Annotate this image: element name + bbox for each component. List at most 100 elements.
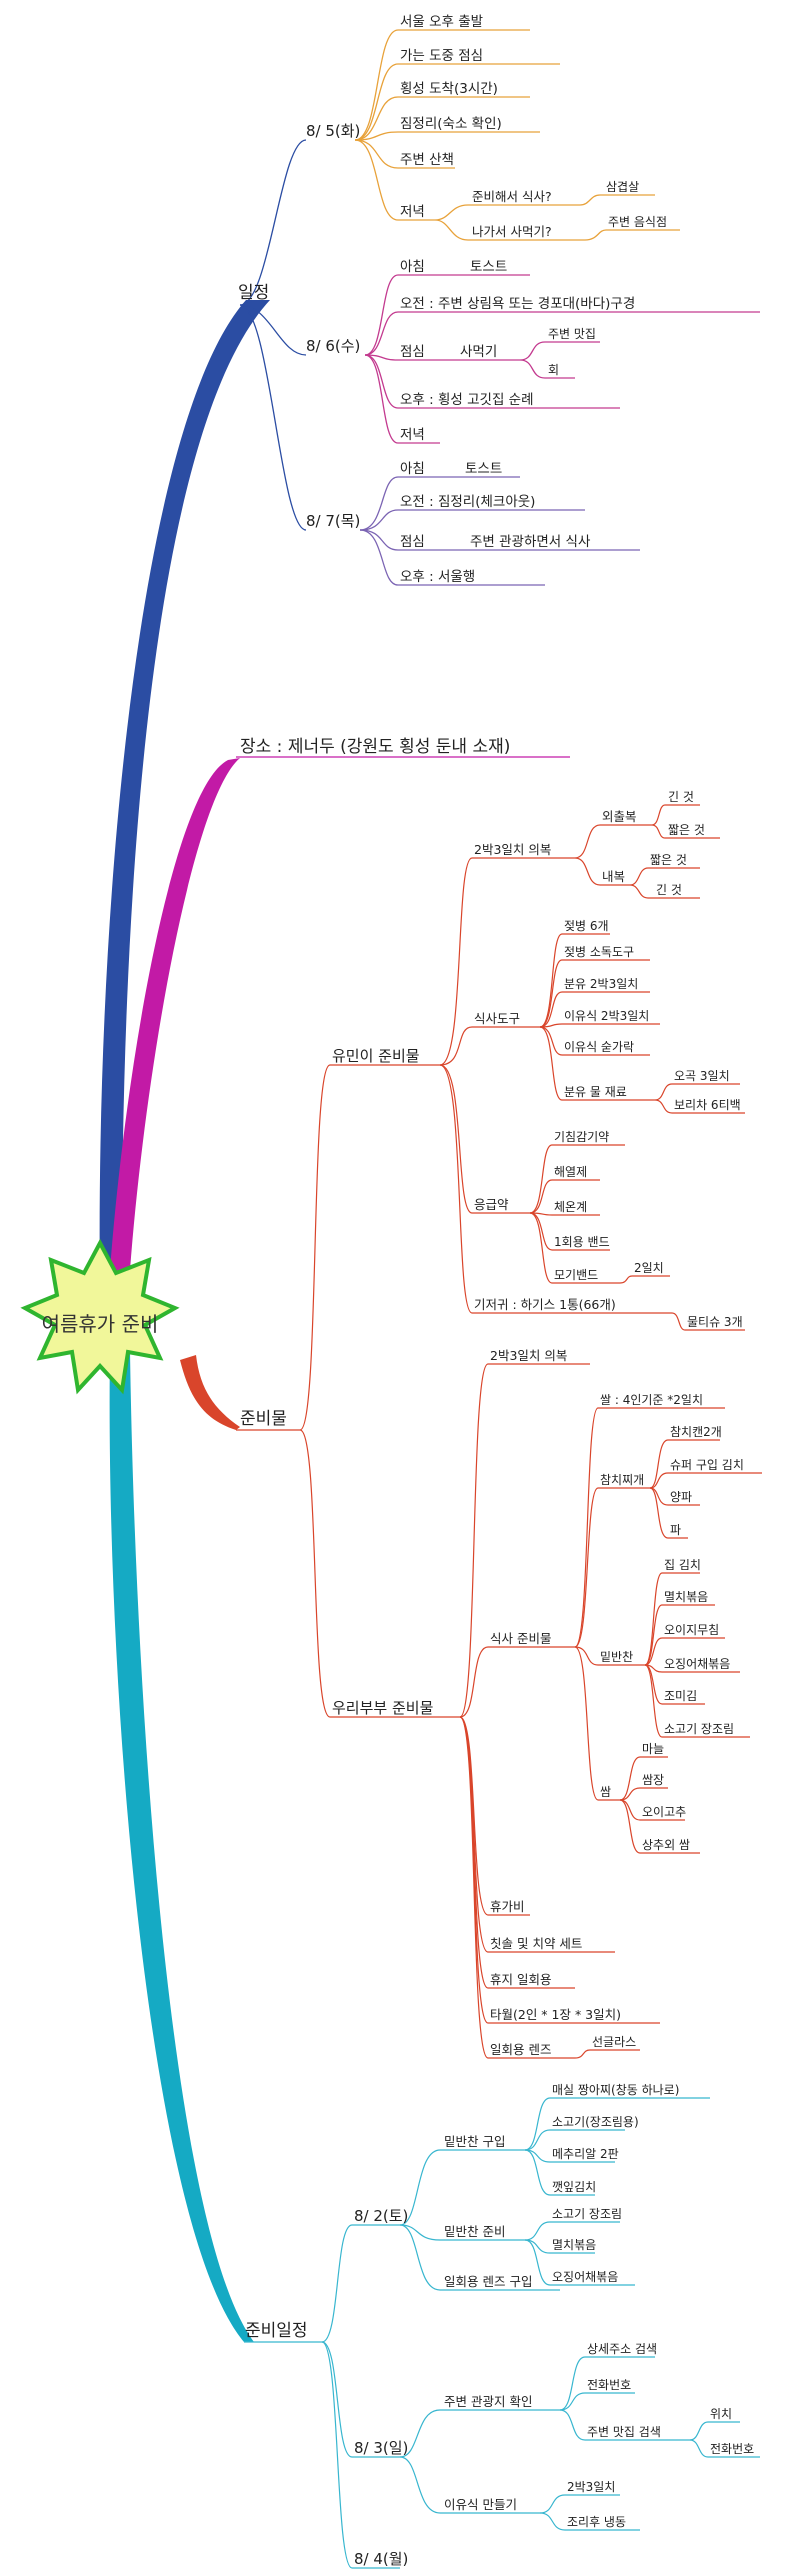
aug2-buy[interactable]: 밑반찬 구입 [444, 2134, 505, 2149]
couple-stew[interactable]: 참치찌개 [600, 1473, 644, 1487]
baby-mosquito-band[interactable]: 모기밴드 [554, 1268, 598, 1282]
aug2-make-2[interactable]: 멸치볶음 [552, 2238, 596, 2252]
baby-clothes-inner-1[interactable]: 짧은 것 [650, 853, 687, 867]
day2-lunch[interactable]: 점심 [400, 344, 425, 360]
couple-wrap[interactable]: 쌈 [600, 1785, 611, 1799]
day1-dinner-option-2-sub[interactable]: 주변 음식점 [608, 215, 667, 229]
aug3-label[interactable]: 8/ 3(일) [354, 2439, 408, 2457]
baby-clothes-outer-2[interactable]: 짧은 것 [668, 823, 705, 837]
couple-lens[interactable]: 일회용 렌즈 [490, 2042, 551, 2057]
baby-firstaid-4[interactable]: 1회용 밴드 [554, 1235, 610, 1249]
day3-breakfast[interactable]: 아침 [400, 461, 425, 477]
aug3-babyfood-2[interactable]: 조리후 냉동 [567, 2515, 626, 2529]
aug4-label[interactable]: 8/ 4(월) [354, 2550, 408, 2568]
couple-side-5[interactable]: 조미김 [664, 1689, 697, 1703]
place-label[interactable]: 장소 : 제너두 (강원도 횡성 둔내 소재) [240, 737, 510, 757]
couple-item-2[interactable]: 칫솔 및 치약 세트 [490, 1936, 582, 1951]
baby-feeding-1[interactable]: 젖병 6개 [564, 919, 609, 933]
aug3-food-1[interactable]: 위치 [710, 2407, 732, 2421]
prep-label[interactable]: 준비물 [240, 1409, 287, 1429]
aug3-tour-1[interactable]: 상세주소 검색 [587, 2342, 657, 2356]
couple-item-3[interactable]: 휴지 일회용 [490, 1972, 551, 1987]
aug3-tour-2[interactable]: 전화번호 [587, 2378, 631, 2392]
baby-feeding-5[interactable]: 이유식 숟가락 [564, 1040, 634, 1054]
day3-morning[interactable]: 오전 : 짐정리(체크아웃) [400, 494, 535, 510]
baby-clothes-inner[interactable]: 내복 [602, 869, 625, 884]
baby-firstaid-3[interactable]: 체온계 [554, 1200, 587, 1214]
couple-clothes[interactable]: 2박3일치 의복 [490, 1348, 567, 1363]
day2-lunch-sub-2[interactable]: 회 [548, 363, 559, 377]
day3-label[interactable]: 8/ 7(목) [306, 512, 360, 530]
day1-item-3[interactable]: 횡성 도착(3시간) [400, 81, 498, 97]
aug2-buy-4[interactable]: 깻잎김치 [552, 2180, 596, 2194]
aug3-food-2[interactable]: 전화번호 [710, 2442, 754, 2456]
baby-feeding-3[interactable]: 분유 2박3일치 [564, 977, 638, 991]
day1-item-1[interactable]: 서울 오후 출발 [400, 14, 483, 30]
day1-item-2[interactable]: 가는 도중 점심 [400, 48, 483, 64]
couple-side-2[interactable]: 멸치볶음 [664, 1590, 708, 1604]
schedule-label[interactable]: 일정 [238, 283, 269, 303]
prep-schedule-label[interactable]: 준비일정 [245, 2321, 308, 2341]
day3-lunch-sub[interactable]: 주변 관광하면서 식사 [470, 534, 591, 550]
baby-clothes[interactable]: 2박3일치 의복 [474, 842, 551, 857]
day3-lunch[interactable]: 점심 [400, 534, 425, 550]
day2-label[interactable]: 8/ 6(수) [306, 337, 360, 355]
day1-item-4[interactable]: 짐정리(숙소 확인) [400, 116, 502, 132]
couple-stew-4[interactable]: 파 [670, 1523, 681, 1537]
aug2-buy-2[interactable]: 소고기(장조림용) [552, 2115, 639, 2129]
baby-formula-water-1[interactable]: 오곡 3일치 [674, 1069, 730, 1083]
couple-lens-sub[interactable]: 선글라스 [592, 2035, 636, 2049]
couple-wrap-1[interactable]: 마늘 [642, 1742, 664, 1756]
couple-side-6[interactable]: 소고기 장조림 [664, 1722, 734, 1736]
day3-breakfast-sub[interactable]: 토스트 [465, 461, 502, 477]
root-node[interactable]: 여름휴가 준비 [20, 1238, 180, 1395]
day1-dinner-option-1[interactable]: 준비해서 식사? [472, 189, 552, 204]
couple-side-4[interactable]: 오징어채볶음 [664, 1657, 730, 1671]
baby-feeding-4[interactable]: 이유식 2박3일치 [564, 1009, 649, 1023]
couple-rice[interactable]: 쌀 : 4인기준 *2일치 [600, 1393, 703, 1407]
baby-clothes-inner-2[interactable]: 긴 것 [656, 883, 682, 897]
couple-wrap-4[interactable]: 상추외 쌈 [642, 1838, 690, 1852]
baby-diaper[interactable]: 기저귀 : 하기스 1통(66개) [474, 1297, 616, 1312]
couple-stew-2[interactable]: 슈퍼 구입 김치 [670, 1458, 744, 1472]
baby-clothes-outer[interactable]: 외출복 [602, 809, 637, 824]
day2-morning[interactable]: 오전 : 주변 상림욕 또는 경포대(바다)구경 [400, 296, 635, 312]
day2-afternoon[interactable]: 오후 : 횡성 고깃집 순례 [400, 392, 534, 408]
day2-lunch-sub-1[interactable]: 주변 맛집 [548, 327, 596, 341]
day1-dinner-option-2[interactable]: 나가서 사먹기? [472, 224, 552, 239]
couple-wrap-3[interactable]: 오이고추 [642, 1805, 686, 1819]
day1-dinner-label[interactable]: 저녁 [400, 204, 425, 220]
baby-feeding[interactable]: 식사도구 [474, 1011, 520, 1026]
couple-stew-3[interactable]: 양파 [670, 1490, 692, 1504]
aug3-food[interactable]: 주변 맛집 검색 [587, 2425, 661, 2439]
baby-mosquito-band-sub[interactable]: 2일치 [634, 1261, 664, 1275]
baby-firstaid-2[interactable]: 해열제 [554, 1165, 587, 1179]
baby-clothes-outer-1[interactable]: 긴 것 [668, 790, 694, 804]
day1-item-5[interactable]: 주변 산책 [400, 152, 454, 168]
couple-stew-1[interactable]: 참치캔2개 [670, 1425, 722, 1439]
baby-firstaid-1[interactable]: 기침감기약 [554, 1129, 609, 1144]
aug2-buy-3[interactable]: 메추리알 2판 [552, 2147, 619, 2161]
day2-breakfast-sub[interactable]: 토스트 [470, 259, 507, 275]
day2-breakfast[interactable]: 아침 [400, 259, 425, 275]
couple-item-4[interactable]: 타월(2인 * 1장 * 3일치) [490, 2007, 621, 2022]
aug3-tour[interactable]: 주변 관광지 확인 [444, 2394, 532, 2409]
aug2-make[interactable]: 밑반찬 준비 [444, 2224, 505, 2239]
baby-firstaid[interactable]: 응급약 [474, 1197, 509, 1212]
couple-food[interactable]: 식사 준비물 [490, 1631, 551, 1646]
couple-prep-label[interactable]: 우리부부 준비물 [332, 1699, 433, 1717]
aug2-make-1[interactable]: 소고기 장조림 [552, 2207, 622, 2221]
day1-dinner-option-1-sub[interactable]: 삼겹살 [606, 180, 639, 194]
baby-formula-water-2[interactable]: 보리차 6티백 [674, 1098, 741, 1112]
baby-diaper-sub[interactable]: 물티슈 3개 [687, 1315, 743, 1329]
couple-side[interactable]: 밑반찬 [600, 1649, 633, 1664]
aug3-babyfood[interactable]: 이유식 만들기 [444, 2497, 517, 2512]
aug2-label[interactable]: 8/ 2(토) [354, 2207, 408, 2225]
couple-item-1[interactable]: 휴가비 [490, 1899, 525, 1914]
aug2-buy-1[interactable]: 매실 짱아찌(창동 하나로) [552, 2083, 679, 2097]
day1-label[interactable]: 8/ 5(화) [306, 122, 360, 140]
baby-formula-water[interactable]: 분유 물 재료 [564, 1085, 627, 1099]
aug2-make-3[interactable]: 오징어채볶음 [552, 2270, 618, 2284]
couple-wrap-2[interactable]: 쌈장 [642, 1773, 664, 1787]
baby-prep-label[interactable]: 유민이 준비물 [332, 1047, 420, 1065]
